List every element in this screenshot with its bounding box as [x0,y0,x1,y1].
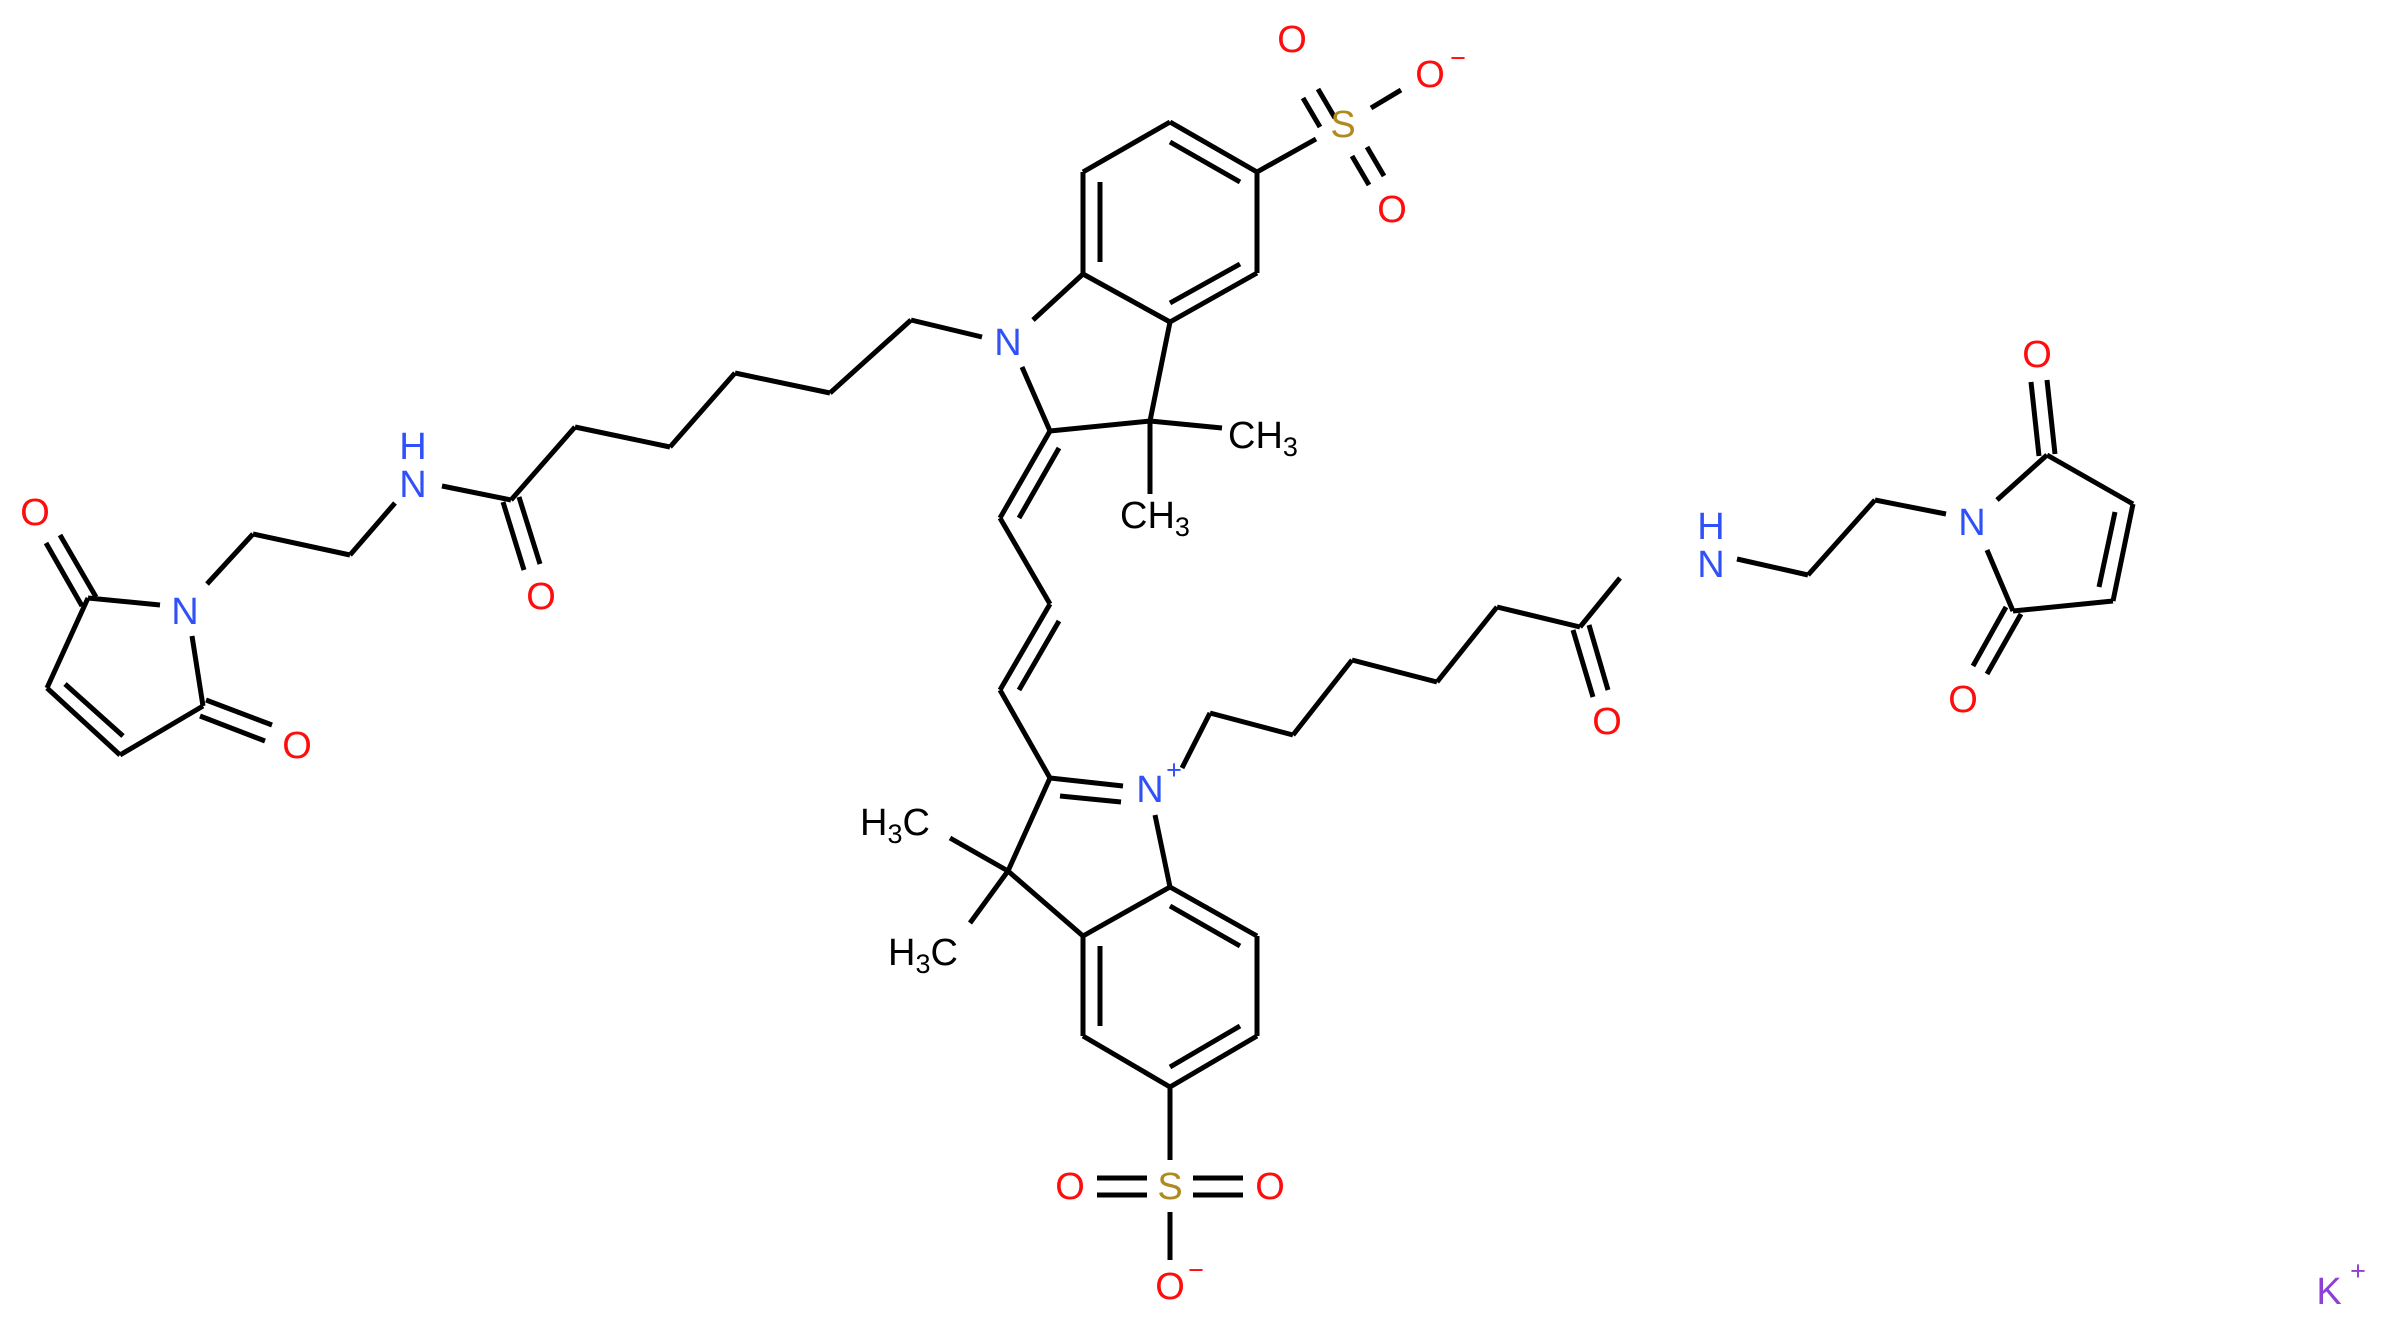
oxygen-atom: O [1377,189,1407,231]
nitrogen-cation-indole-bottom: N [1136,769,1163,811]
maleimide-oxygen: O [2022,334,2052,376]
atom-labels: S O O O − N CH3 CH3 N + H3C H3C S O O O … [20,19,2366,1313]
maleimide-nitrogen-right: N [1958,502,1985,544]
oxygen-atom: O [1255,1166,1285,1208]
amide-oxygen-right: O [1592,701,1622,743]
negative-charge: − [1450,43,1466,73]
potassium-ion: K [2316,1271,2341,1313]
methyl-group: H3C [860,802,930,849]
methyl-group: CH3 [1120,495,1190,542]
maleimide-oxygen: O [20,492,50,534]
amide-hydrogen: H [399,426,426,468]
amide-oxygen-left: O [526,576,556,618]
oxygen-anion: O [1155,1266,1185,1308]
amide-nitrogen-left: N [399,464,426,506]
negative-charge: − [1188,1255,1204,1285]
oxygen-atom: O [1277,19,1307,61]
maleimide-oxygen: O [1948,679,1978,721]
nitrogen-atom-indole-top: N [994,322,1021,364]
oxygen-anion: O [1415,54,1445,96]
positive-charge: + [1166,755,1182,785]
maleimide-nitrogen-left: N [171,591,198,633]
methyl-group: H3C [888,932,958,979]
sulfur-atom-top: S [1330,104,1355,146]
sulfur-atom-bottom: S [1157,1166,1182,1208]
bonds [43,87,2136,1260]
methyl-group: CH3 [1228,415,1298,462]
positive-charge: + [2350,1256,2366,1286]
oxygen-atom: O [1055,1166,1085,1208]
amide-nitrogen-right: N [1697,544,1724,586]
amide-hydrogen: H [1697,506,1724,548]
maleimide-oxygen: O [282,725,312,767]
